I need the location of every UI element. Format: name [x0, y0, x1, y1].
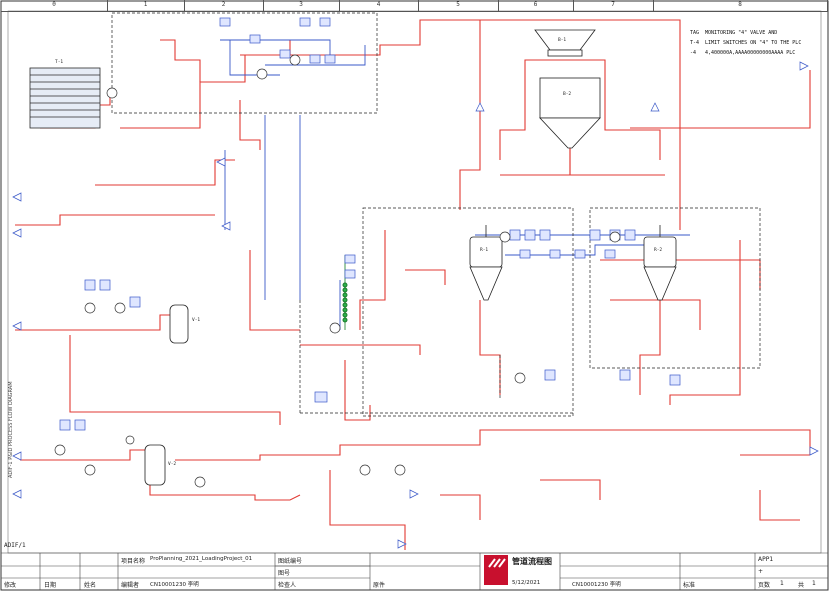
checker-label: 检查人 [278, 582, 297, 589]
name-label: 姓名 [84, 582, 97, 589]
checker-value: CN10001230 李明 [572, 582, 621, 588]
inner-frame [7, 10, 822, 554]
editor-label: 编辑者 [121, 582, 140, 589]
top-hopper [534, 29, 596, 57]
tag-top-hopper: B-1 [558, 38, 567, 43]
standard-label: 标准 [683, 582, 696, 589]
offpage-arrows [12, 61, 819, 549]
project-label: 项目名称 [121, 558, 146, 565]
tag-receiver-left: V-1 [192, 318, 201, 323]
reactor-left [469, 225, 503, 301]
date-label: 日期 [44, 582, 57, 589]
original-label: 原件 [373, 582, 386, 589]
receiver-vessels [144, 304, 189, 486]
legend-code-0: TAG [690, 30, 700, 36]
tag-reactor-left: R-1 [480, 248, 489, 253]
page-label: 页数 [758, 582, 771, 589]
total-label: 共 [798, 582, 805, 589]
side-note: ADIF-1 P&ID PROCESS FLOW DIAGRAM [8, 381, 14, 478]
cooling-tower [29, 67, 101, 129]
project-value: ProPlanning_2021_LoadingProject_01 [150, 556, 253, 562]
sheet-label: 图号 [278, 570, 291, 577]
tag-reactor-right: R-2 [654, 248, 663, 253]
legend-code-2: -4 [690, 50, 697, 56]
instrument-circles [54, 54, 621, 488]
eplan-logo [484, 555, 508, 585]
zone-5: 5 [418, 0, 499, 12]
legend-text-0: MONITORING "4" VALVE AND [705, 30, 778, 36]
date-value: 5/12/2021 [512, 580, 541, 586]
total-value: 1 [812, 580, 816, 587]
process-lines-blue [220, 39, 690, 330]
reactor-right [643, 225, 677, 301]
zone-8: 8 [653, 0, 828, 12]
tag-middle-hopper: B-2 [563, 92, 572, 97]
sheet-ref: ADIF/1 [4, 542, 26, 549]
signal-lines-dashed [111, 12, 761, 417]
instrument-boxes [59, 17, 681, 431]
process-lines-red [15, 19, 811, 550]
zone-2: 2 [184, 0, 264, 12]
zone-0: 0 [1, 0, 108, 12]
company-name: EPLAN [486, 585, 499, 590]
title-block-grid [1, 552, 828, 590]
plus-label: + [758, 568, 764, 575]
code-value: APP1 [758, 556, 774, 563]
legend-text-2: 4,400000A,AAAA00000000AAAA PLC [705, 50, 796, 56]
legend-code-1: T-4 [690, 40, 700, 46]
column-pipe [342, 282, 348, 323]
zone-4: 4 [339, 0, 419, 12]
drawing-title: 管道流程图 [512, 557, 552, 566]
change-label: 修改 [4, 582, 17, 589]
zone-7: 7 [573, 0, 654, 12]
drawing-no-label: 图纸编号 [278, 558, 303, 565]
zone-6: 6 [498, 0, 574, 12]
page-value: 1 [780, 580, 784, 587]
editor-value: CN10001230 李明 [150, 582, 199, 588]
tag-receiver-lower: V-2 [168, 462, 177, 467]
tag-cooling-tower: T-1 [55, 60, 64, 65]
zone-1: 1 [107, 0, 185, 12]
zone-3: 3 [263, 0, 340, 12]
legend-text-1: LIMIT SWITCHES ON "4" TO THE PLC [705, 40, 802, 46]
middle-hopper [539, 77, 601, 149]
